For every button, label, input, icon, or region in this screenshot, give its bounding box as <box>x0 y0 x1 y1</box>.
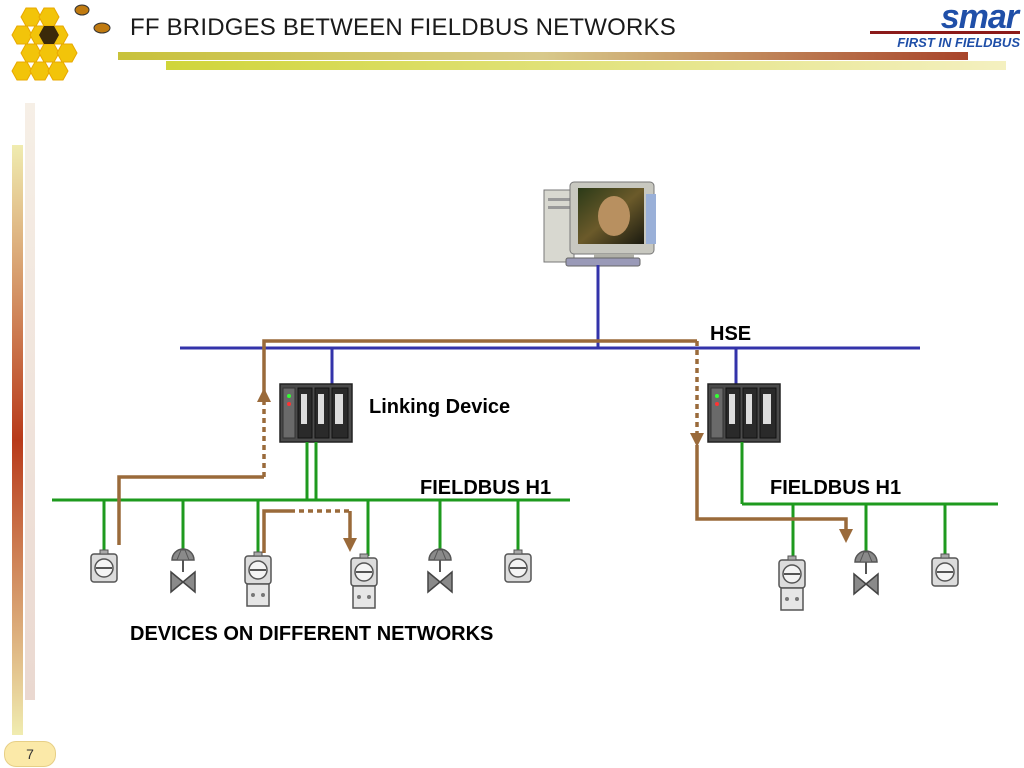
valve-icon <box>170 548 196 593</box>
transmitter-icon <box>90 549 118 583</box>
hse-label: HSE <box>710 323 752 345</box>
valve-icon <box>427 548 453 593</box>
logo-brand: smar <box>940 0 1019 36</box>
computer-icon <box>543 181 656 267</box>
honeycomb-logo <box>11 4 111 81</box>
signal-path <box>117 339 853 553</box>
linking-device-label: Linking Device <box>369 396 511 418</box>
side-bar-light <box>25 103 35 700</box>
smar-logo: smar FIRST IN FIELDBUS <box>868 0 1022 52</box>
fieldbus-left-network <box>52 442 570 556</box>
logo-tagline: FIRST IN FIELDBUS <box>897 35 1020 50</box>
fieldbus-right-network <box>740 442 998 560</box>
page-number: 7 <box>4 741 56 767</box>
transmitter-icon <box>504 549 532 583</box>
transmitter-icon <box>350 553 378 609</box>
devices-caption: DEVICES ON DIFFERENT NETWORKS <box>130 623 494 645</box>
linking-device-right <box>707 383 781 443</box>
transmitter-icon <box>778 555 806 611</box>
header-bar-bottom <box>166 61 1006 70</box>
transmitter-icon <box>244 551 272 607</box>
header-bar-top <box>118 52 968 60</box>
transmitter-icon <box>931 553 959 587</box>
logo-underline <box>870 31 1020 34</box>
linking-device-left <box>279 383 353 443</box>
valve-icon <box>853 550 879 595</box>
slide-title: FF BRIDGES BETWEEN FIELDBUS NETWORKS <box>130 14 676 41</box>
side-bar-color <box>12 145 23 735</box>
fieldbus-right-label: FIELDBUS H1 <box>770 477 902 499</box>
fieldbus-left-label: FIELDBUS H1 <box>420 477 552 499</box>
